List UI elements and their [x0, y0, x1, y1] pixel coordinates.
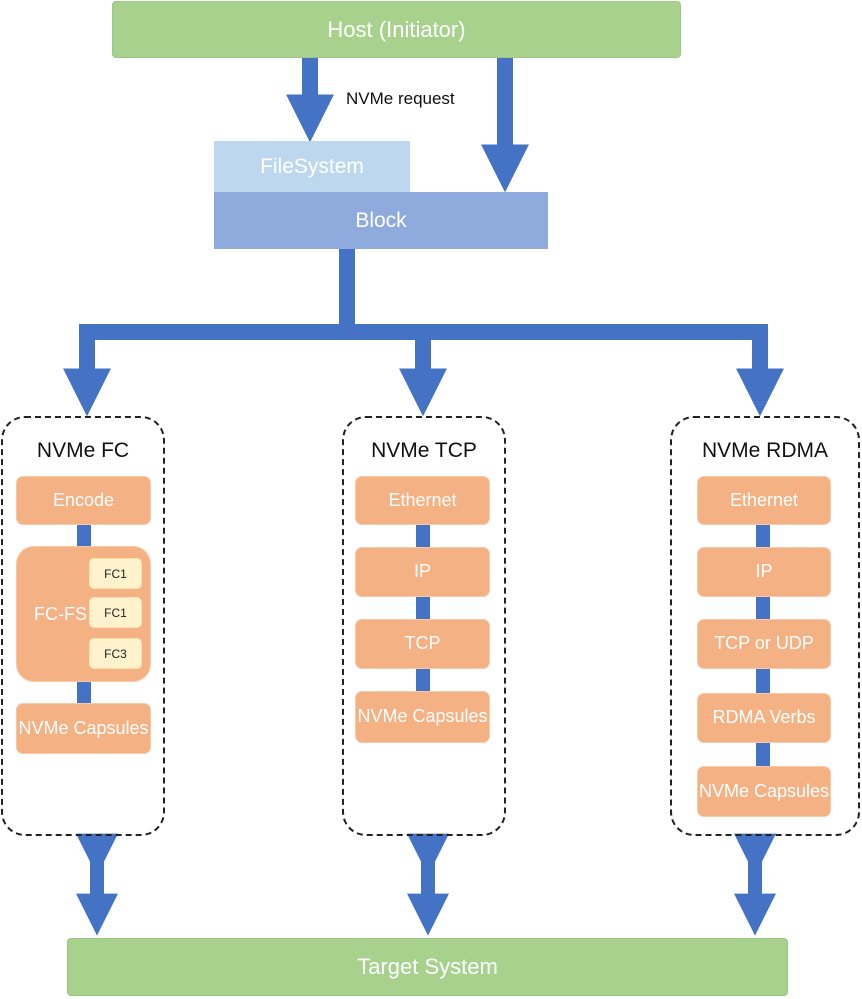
rdma-ip-layer: IP — [697, 547, 831, 597]
tcp-tcp-layer: TCP — [355, 619, 490, 669]
nvme-fc-title: NVMe FC — [36, 439, 130, 462]
filesystem-box: FileSystem — [214, 141, 410, 192]
nvme-tcp-title: NVMe TCP — [371, 439, 477, 462]
nvme-rdma-stack — [670, 416, 860, 836]
target-system-box: Target System — [67, 938, 788, 996]
target-label: Target System — [357, 954, 498, 979]
tcp-capsules-layer: NVMe Capsules — [355, 691, 490, 743]
tcp-ethernet-label: Ethernet — [388, 489, 457, 510]
tcp-tcp-label: TCP — [404, 633, 441, 654]
nvme-fc-stack — [1, 416, 165, 836]
block-box: Block — [214, 192, 548, 249]
fc-sublayer-2: FC1 — [89, 597, 142, 628]
rdma-ethernet-layer: Ethernet — [697, 476, 831, 525]
fc-capsules-label: NVMe Capsules — [18, 717, 149, 738]
host-initiator-box: Host (Initiator) — [112, 1, 681, 58]
tcp-ip-label: IP — [413, 561, 431, 582]
fc-sublayer-3: FC3 — [89, 638, 142, 669]
fc-encode-layer: Encode — [16, 476, 151, 525]
rdma-tcp-udp-layer: TCP or UDP — [697, 619, 831, 669]
nvme-request-label: NVMe request — [346, 89, 455, 108]
fc-encode-label: Encode — [52, 489, 115, 510]
rdma-verbs-label: RDMA Verbs — [712, 707, 816, 728]
tcp-ip-layer: IP — [355, 547, 490, 597]
rdma-capsules-layer: NVMe Capsules — [697, 766, 831, 817]
filesystem-label: FileSystem — [260, 154, 364, 178]
block-label: Block — [355, 208, 407, 232]
tcp-capsules-label: NVMe Capsules — [357, 706, 488, 727]
nvme-tcp-stack — [342, 416, 506, 836]
rdma-ip-label: IP — [755, 561, 773, 582]
rdma-ethernet-label: Ethernet — [729, 489, 799, 510]
rdma-verbs-layer: RDMA Verbs — [697, 693, 831, 743]
host-label: Host (Initiator) — [327, 16, 466, 42]
fc-fs-label: FC-FS — [34, 604, 87, 624]
nvme-rdma-title: NVMe RDMA — [701, 439, 828, 462]
rdma-capsules-label: NVMe Capsules — [698, 780, 830, 801]
tcp-ethernet-layer: Ethernet — [355, 476, 490, 525]
fc-capsules-layer: NVMe Capsules — [16, 703, 151, 754]
rdma-tcp-udp-label: TCP or UDP — [714, 633, 814, 654]
fc-sublayer-1: FC1 — [89, 558, 142, 589]
